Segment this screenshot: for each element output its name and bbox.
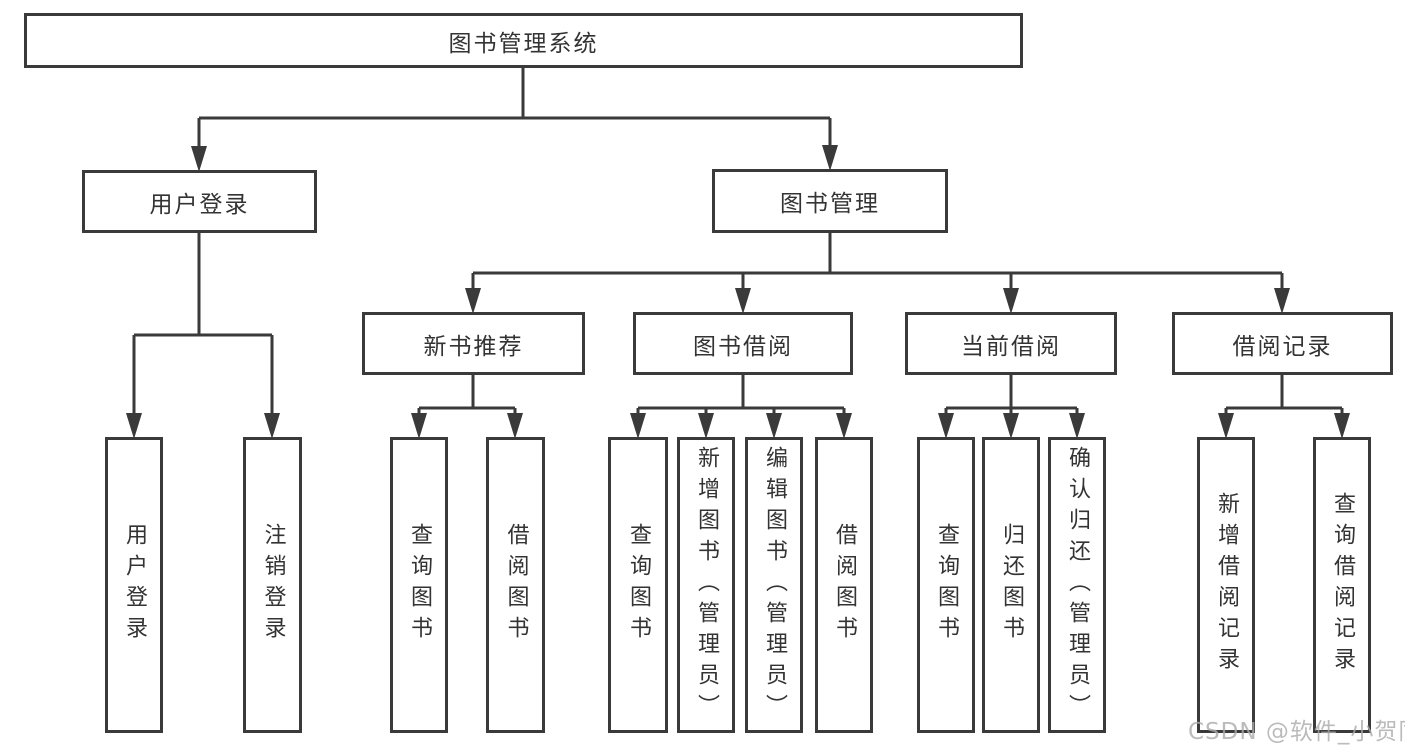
leaf-borrow-borrow-label: 借阅图书 [832, 523, 857, 647]
leaf-records-query: 查询借阅记录 [1313, 437, 1371, 733]
leaf-records-add: 新增借阅记录 [1197, 437, 1255, 733]
node-system-title-label: 图书管理系统 [448, 30, 599, 57]
leaf-borrow-add-admin-label: 新增图书（管理员） [694, 445, 719, 725]
leaf-records-add-label: 新增借阅记录 [1214, 492, 1239, 678]
connector-currentborrow-to-leaves [944, 375, 1079, 417]
csdn-watermark: CSDN @软件_小贺同学 [1188, 719, 1405, 745]
node-new-book-recommend-label: 新书推荐 [423, 333, 524, 360]
leaf-logout: 注销登录 [243, 437, 302, 733]
leaf-newbooks-borrow: 借阅图书 [486, 437, 545, 733]
connector-newbooks-to-leaves [417, 375, 517, 417]
leaf-records-query-label: 查询借阅记录 [1330, 492, 1355, 678]
node-user-login-label: 用户登录 [149, 191, 250, 218]
leaf-borrow-edit-admin-label: 编辑图书（管理员） [762, 445, 787, 725]
arrowheads [126, 145, 1350, 439]
leaf-newbooks-query-label: 查询图书 [407, 523, 432, 647]
leaf-current-confirm-admin: 确认归还（管理员） [1048, 437, 1106, 733]
connector-root-to-level2 [197, 68, 832, 150]
leaf-newbooks-borrow-label: 借阅图书 [503, 523, 529, 647]
leaf-current-confirm-admin-label: 确认归还（管理员） [1065, 445, 1090, 725]
connector-bookborrow-to-leaves [636, 375, 846, 417]
node-system-title: 图书管理系统 [24, 13, 1023, 68]
node-current-borrow: 当前借阅 [905, 312, 1117, 375]
node-book-management-label: 图书管理 [780, 191, 880, 217]
leaf-borrow-borrow: 借阅图书 [815, 437, 873, 733]
leaf-borrow-add-admin: 新增图书（管理员） [677, 437, 735, 733]
node-new-book-recommend: 新书推荐 [362, 312, 585, 375]
node-user-login: 用户登录 [82, 170, 317, 233]
node-book-borrow-label: 图书借阅 [693, 333, 793, 360]
leaf-borrow-query-label: 查询图书 [626, 523, 651, 647]
leaf-newbooks-query: 查询图书 [390, 437, 448, 733]
node-book-management: 图书管理 [712, 169, 948, 233]
node-borrow-records: 借阅记录 [1172, 312, 1393, 375]
leaf-logout-label: 注销登录 [260, 523, 286, 647]
connector-userlogin-to-leaves [132, 233, 274, 417]
leaf-current-return: 归还图书 [982, 437, 1040, 733]
leaf-user-login-label: 用户登录 [122, 523, 147, 647]
connector-bookmgmt-to-level3 [471, 233, 1284, 292]
leaf-user-login: 用户登录 [105, 437, 163, 733]
leaf-borrow-query: 查询图书 [608, 437, 668, 733]
leaf-current-return-label: 归还图书 [999, 523, 1024, 647]
leaf-current-query-label: 查询图书 [934, 523, 959, 647]
node-current-borrow-label: 当前借阅 [961, 333, 1061, 360]
connector-records-to-leaves [1224, 375, 1344, 417]
node-borrow-records-label: 借阅记录 [1232, 333, 1333, 360]
leaf-current-query: 查询图书 [917, 437, 975, 733]
leaf-borrow-edit-admin: 编辑图书（管理员） [745, 437, 803, 733]
node-book-borrow: 图书借阅 [633, 312, 853, 375]
